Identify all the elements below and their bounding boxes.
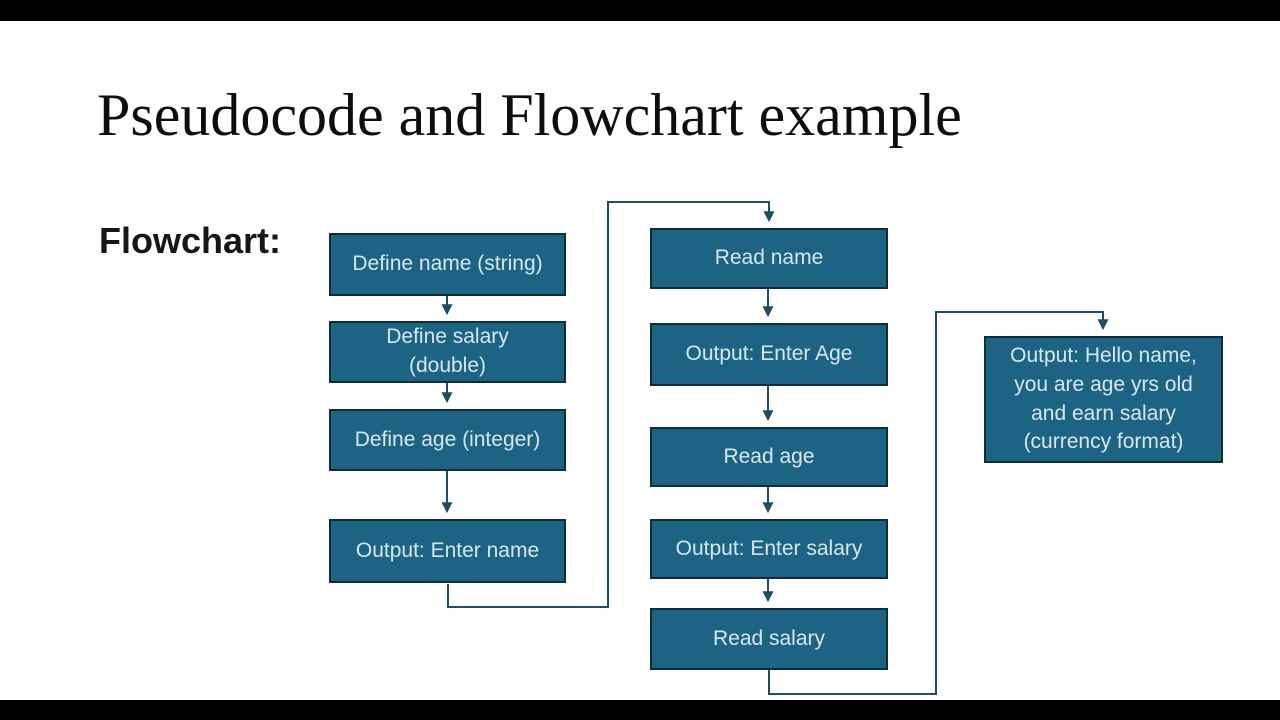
flowchart-node-output-enter-age: Output: Enter Age xyxy=(650,323,888,386)
flowchart-node-define-name: Define name (string) xyxy=(329,233,566,296)
flowchart-node-output-hello: Output: Hello name, you are age yrs old … xyxy=(984,336,1223,463)
flowchart-node-output-enter-salary: Output: Enter salary xyxy=(650,519,888,579)
flowchart-node-read-name: Read name xyxy=(650,228,888,289)
letterbox-top xyxy=(0,0,1280,21)
flowchart-node-define-salary: Define salary (double) xyxy=(329,321,566,383)
flowchart-node-read-salary: Read salary xyxy=(650,608,888,670)
slide-title: Pseudocode and Flowchart example xyxy=(97,82,962,148)
flowchart-section-label: Flowchart: xyxy=(99,220,282,261)
slide: Pseudocode and Flowchart example Flowcha… xyxy=(0,21,1280,700)
flowchart-node-read-age: Read age xyxy=(650,427,888,487)
letterbox-bottom xyxy=(0,700,1280,720)
flowchart-node-define-age: Define age (integer) xyxy=(329,409,566,471)
flowchart-node-output-enter-name: Output: Enter name xyxy=(329,519,566,583)
